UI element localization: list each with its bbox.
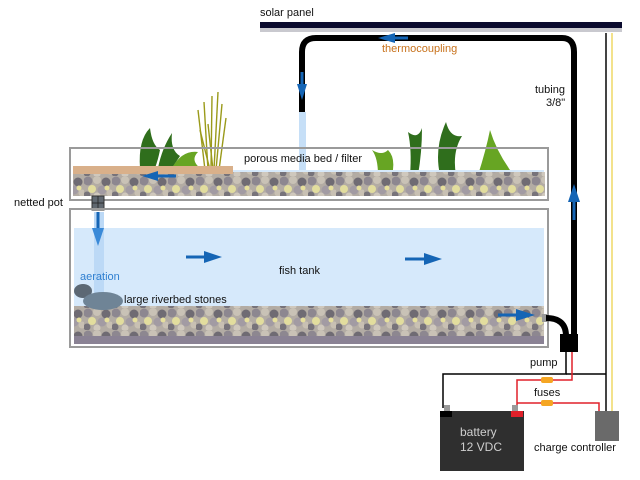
thermocoupling-label: thermocoupling bbox=[382, 43, 457, 55]
fuses-label: fuses bbox=[534, 387, 561, 399]
arrow-down-inflow-icon bbox=[297, 72, 307, 100]
netted-pot: netted pot bbox=[14, 195, 105, 211]
arrow-left-media-bed-icon bbox=[142, 171, 176, 181]
fuse-pump bbox=[541, 377, 553, 383]
water-inflow-stream bbox=[299, 112, 306, 172]
plant-leaf bbox=[158, 133, 180, 168]
battery-body bbox=[440, 411, 524, 471]
grass-reeds bbox=[197, 91, 227, 171]
riverbed-stone-small bbox=[74, 284, 92, 298]
tank-outlet-port bbox=[542, 314, 548, 322]
battery-terminal-negative bbox=[440, 411, 452, 417]
plants-right bbox=[372, 122, 510, 175]
media-bed-topsoil bbox=[73, 166, 233, 174]
arrow-down-netted-pot-icon bbox=[92, 212, 104, 246]
solar-panel-label: solar panel bbox=[260, 7, 314, 19]
netted-pot-label: netted pot bbox=[14, 197, 63, 209]
negative-wire bbox=[442, 352, 567, 408]
fish-tank-frame bbox=[69, 208, 549, 348]
tubing-size-label: 3/8" bbox=[546, 97, 565, 109]
fish-tank-bottom bbox=[74, 336, 544, 344]
fish-tank: aeration large riverbed stones fish tank bbox=[69, 208, 549, 348]
plant-leaf bbox=[372, 150, 394, 175]
solar-panel-body bbox=[260, 22, 622, 28]
battery-terminal-positive-post bbox=[512, 405, 518, 411]
arrow-right-tank-outlet-icon bbox=[498, 309, 535, 321]
battery-terminal-positive bbox=[511, 411, 523, 417]
media-bed: porous media bed / filter bbox=[69, 147, 549, 201]
fish-tank-label: fish tank bbox=[279, 265, 320, 277]
charge-controller-body bbox=[595, 411, 619, 441]
charge-controller: charge controller bbox=[534, 411, 619, 454]
plants-left bbox=[139, 91, 227, 171]
plant-leaf bbox=[172, 151, 200, 168]
arrow-right-tank-2-icon bbox=[405, 253, 442, 265]
riverbed-stone-large bbox=[83, 292, 123, 310]
flow-arrows bbox=[92, 33, 580, 321]
positive-wire-controller bbox=[517, 402, 600, 412]
plant-leaf bbox=[478, 130, 510, 175]
fuse-controller bbox=[541, 400, 553, 406]
media-bed-label: porous media bed / filter bbox=[244, 153, 362, 165]
arrow-right-tank-1-icon bbox=[186, 251, 222, 263]
battery: battery 12 VDC bbox=[440, 405, 524, 471]
aeration-stream bbox=[94, 212, 104, 296]
charge-controller-label: charge controller bbox=[534, 442, 616, 454]
wiring: fuses bbox=[442, 352, 606, 412]
arrow-up-tubing-icon bbox=[568, 184, 580, 220]
battery-terminal-negative-post bbox=[444, 405, 450, 411]
pump-label: pump bbox=[530, 357, 558, 369]
media-bed-frame bbox=[69, 147, 549, 201]
battery-voltage-label: 12 VDC bbox=[460, 440, 502, 454]
fish-tank-gravel bbox=[74, 306, 544, 336]
aeration-label: aeration bbox=[80, 271, 120, 283]
battery-label: battery bbox=[460, 425, 497, 439]
plant-leaf bbox=[408, 128, 422, 175]
riverbed-stones-label: large riverbed stones bbox=[124, 294, 227, 306]
arrow-left-thermocoupling-icon bbox=[378, 33, 408, 43]
tubing-label: tubing bbox=[535, 84, 565, 96]
solar-panel-frame bbox=[260, 28, 622, 32]
solar-panel: solar panel bbox=[260, 7, 622, 32]
pump bbox=[560, 334, 578, 352]
tubing bbox=[299, 35, 577, 340]
